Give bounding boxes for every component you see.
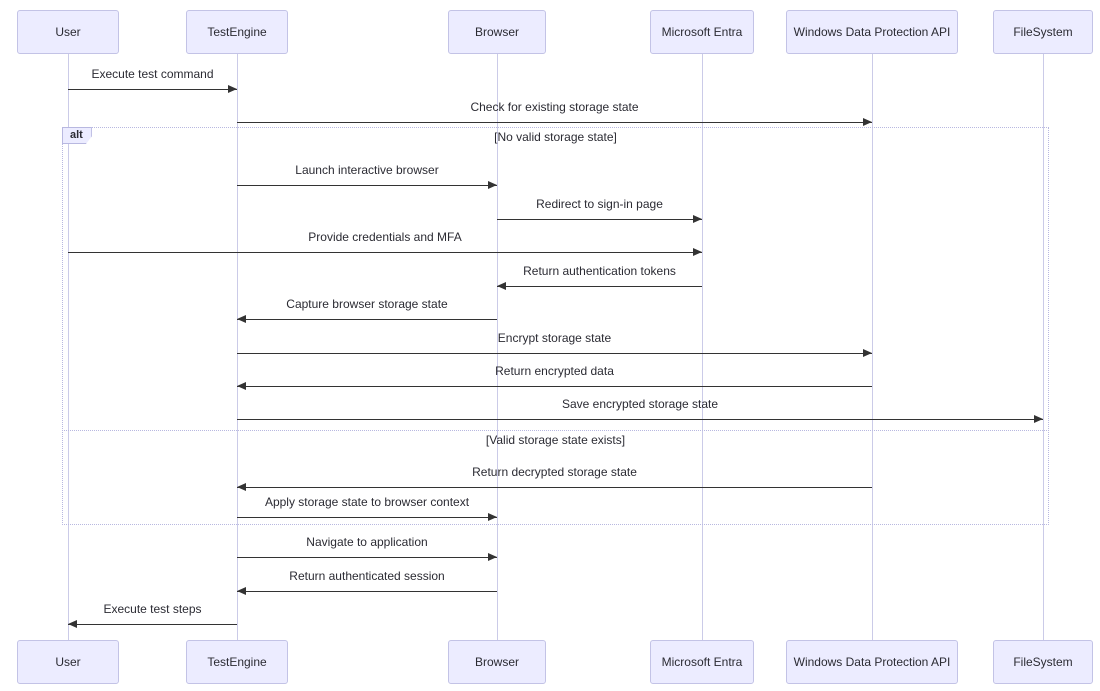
message-line [237, 386, 872, 387]
participant-user-top: User [17, 10, 119, 54]
participant-label: FileSystem [1013, 655, 1073, 669]
message-line [237, 185, 497, 186]
participant-label: Microsoft Entra [661, 25, 743, 39]
alt-frame [62, 127, 1049, 525]
participant-label: Windows Data Protection API [793, 655, 951, 669]
participant-microsoft-entra-bottom: Microsoft Entra [650, 640, 754, 684]
arrow-head [237, 587, 246, 595]
message-label-return-authenticated-session: Return authenticated session [289, 569, 445, 583]
message-label-provide-credentials-and-mfa: Provide credentials and MFA [308, 230, 462, 244]
participant-label: Browser [474, 655, 519, 669]
participant-label: TestEngine [207, 655, 267, 669]
message-label-encrypt-storage-state: Encrypt storage state [497, 331, 612, 345]
participant-label: Windows Data Protection API [793, 25, 951, 39]
message-line [68, 89, 237, 90]
participant-label: TestEngine [207, 25, 267, 39]
message-label-save-encrypted-storage-state: Save encrypted storage state [561, 397, 719, 411]
message-line [497, 286, 702, 287]
alt-condition-2: [Valid storage state exists] [485, 433, 626, 447]
participant-browser-top: Browser [448, 10, 546, 54]
message-label-launch-interactive-browser: Launch interactive browser [295, 163, 439, 177]
alt-else-divider [62, 430, 1049, 431]
message-label-check-for-existing-storage-state: Check for existing storage state [470, 100, 639, 114]
message-label-return-authentication-tokens: Return authentication tokens [523, 264, 676, 278]
participant-browser-bottom: Browser [448, 640, 546, 684]
message-line [237, 591, 497, 592]
participant-wdpapi-top: Windows Data Protection API [786, 10, 958, 54]
lifeline-browser [497, 54, 498, 640]
message-line [237, 419, 1043, 420]
participant-label: Browser [474, 25, 519, 39]
lifeline-microsoft-entra [702, 54, 703, 640]
arrow-head [488, 513, 497, 521]
alt-label: alt [62, 127, 92, 144]
participant-label: User [55, 25, 81, 39]
arrow-head [488, 181, 497, 189]
message-label-execute-test-command: Execute test command [91, 67, 214, 81]
arrow-head [488, 553, 497, 561]
message-line [237, 122, 872, 123]
lifeline-testengine [237, 54, 238, 640]
arrow-head [863, 118, 872, 126]
participant-wdpapi-bottom: Windows Data Protection API [786, 640, 958, 684]
lifeline-wdpapi [872, 54, 873, 640]
message-line [497, 219, 702, 220]
arrow-head [237, 483, 246, 491]
message-label-capture-browser-storage-state: Capture browser storage state [286, 297, 448, 311]
arrow-head [68, 620, 77, 628]
arrow-head [497, 282, 506, 290]
message-label-navigate-to-application: Navigate to application [306, 535, 428, 549]
arrow-head [863, 349, 872, 357]
arrow-head [693, 248, 702, 256]
message-line [237, 319, 497, 320]
arrow-head [237, 382, 246, 390]
message-label-apply-storage-state-to-browser-context: Apply storage state to browser context [264, 495, 470, 509]
arrow-head [693, 215, 702, 223]
message-label-return-decrypted-storage-state: Return decrypted storage state [472, 465, 637, 479]
participant-label: FileSystem [1013, 25, 1073, 39]
participant-microsoft-entra-top: Microsoft Entra [650, 10, 754, 54]
arrow-head [228, 85, 237, 93]
message-label-execute-test-steps: Execute test steps [103, 602, 202, 616]
lifeline-filesystem [1043, 54, 1044, 640]
message-line [237, 487, 872, 488]
message-line [68, 624, 237, 625]
message-line [237, 353, 872, 354]
arrow-head [237, 315, 246, 323]
participant-user-bottom: User [17, 640, 119, 684]
participant-filesystem-top: FileSystem [993, 10, 1093, 54]
alt-condition-1: [No valid storage state] [494, 130, 617, 144]
participant-label: User [55, 655, 81, 669]
participant-testengine-top: TestEngine [186, 10, 288, 54]
message-label-return-encrypted-data: Return encrypted data [495, 364, 614, 378]
message-line [237, 517, 497, 518]
participant-label: Microsoft Entra [661, 655, 743, 669]
participant-filesystem-bottom: FileSystem [993, 640, 1093, 684]
message-line [237, 557, 497, 558]
message-label-redirect-to-sign-in-page: Redirect to sign-in page [536, 197, 663, 211]
arrow-head [1034, 415, 1043, 423]
lifeline-user [68, 54, 69, 640]
message-line [68, 252, 702, 253]
participant-testengine-bottom: TestEngine [186, 640, 288, 684]
